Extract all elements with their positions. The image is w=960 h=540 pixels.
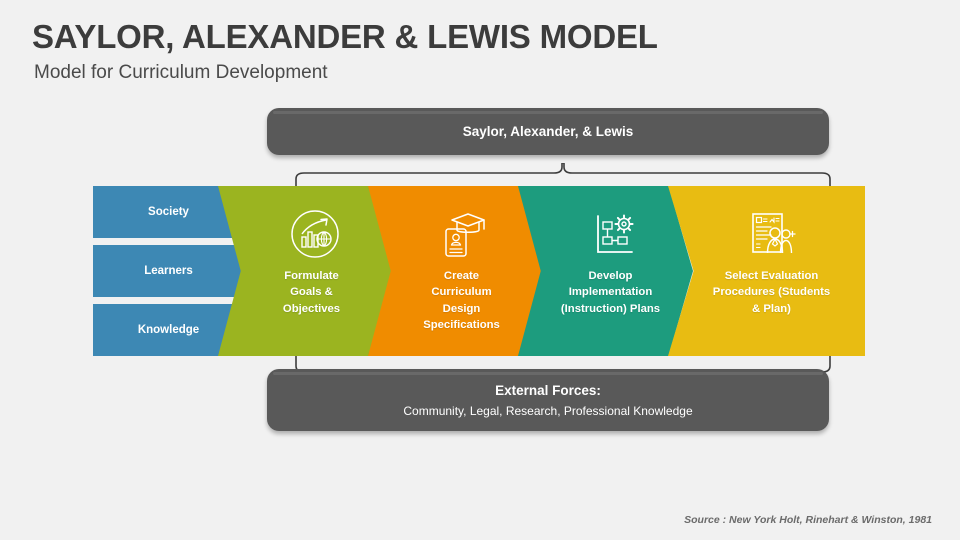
stage-label-line: Procedures (Students (712, 286, 831, 299)
stage-label-line: Design (442, 302, 481, 315)
gear-flowchart-icon (571, 204, 641, 264)
bottom-banner[interactable]: External Forces: Community, Legal, Resea… (267, 369, 829, 431)
top-brace-connector (290, 163, 850, 189)
growth-chart-icon (271, 204, 341, 264)
stage-label-line: Develop (588, 270, 633, 282)
input-box-label: Knowledge (137, 324, 200, 336)
stage-label: Formulate Goals & Objectives (255, 268, 356, 317)
stage-formulate-goals-objectives[interactable]: Formulate Goals & Objectives (218, 186, 393, 356)
stage-label-line: Specifications (423, 319, 500, 332)
input-box-label: Learners (144, 265, 193, 277)
stage-label-line: (Instruction) Plans (560, 302, 661, 315)
stage-label-line: Goals & (290, 286, 333, 299)
stage-develop-implementation-plans[interactable]: Develop Implementation (Instruction) Pla… (518, 186, 693, 356)
stage-create-curriculum-design-specifications[interactable]: Create Curriculum Design Specifications (368, 186, 543, 356)
stage-label: Select Evaluation Procedures (Students &… (687, 268, 846, 317)
stage-label-line: Select Evaluation (724, 270, 819, 282)
evaluation-checklist-people-icon (733, 204, 801, 264)
stage-label-line: Implementation (568, 286, 653, 299)
stage-label-line: Formulate (284, 270, 339, 282)
input-box-learners[interactable]: Learners (93, 245, 258, 297)
stage-label: Create Curriculum Design Specifications (395, 268, 516, 334)
graduation-cap-id-icon (422, 204, 490, 264)
top-banner-title: Saylor, Alexander, & Lewis (462, 124, 634, 139)
stage-label-line: Curriculum (431, 286, 492, 299)
stage-label-line: Objectives (282, 302, 341, 315)
top-banner[interactable]: Saylor, Alexander, & Lewis (267, 108, 829, 155)
page-subtitle: Model for Curriculum Development (34, 62, 328, 83)
stage-label-line: & Plan) (752, 302, 791, 315)
source-citation: Source : New York Holt, Rinehart & Winst… (684, 514, 932, 526)
stage-label: Develop Implementation (Instruction) Pla… (535, 268, 676, 317)
bottom-banner-title: External Forces: (495, 382, 601, 398)
stage-label-line: Create (443, 270, 480, 282)
page-title: SAYLOR, ALEXANDER & LEWIS MODEL (32, 18, 658, 55)
bottom-banner-subtitle: Community, Legal, Research, Professional… (403, 403, 693, 418)
input-box-label: Society (148, 206, 189, 218)
stage-select-evaluation-procedures[interactable]: Select Evaluation Procedures (Students &… (668, 186, 865, 356)
